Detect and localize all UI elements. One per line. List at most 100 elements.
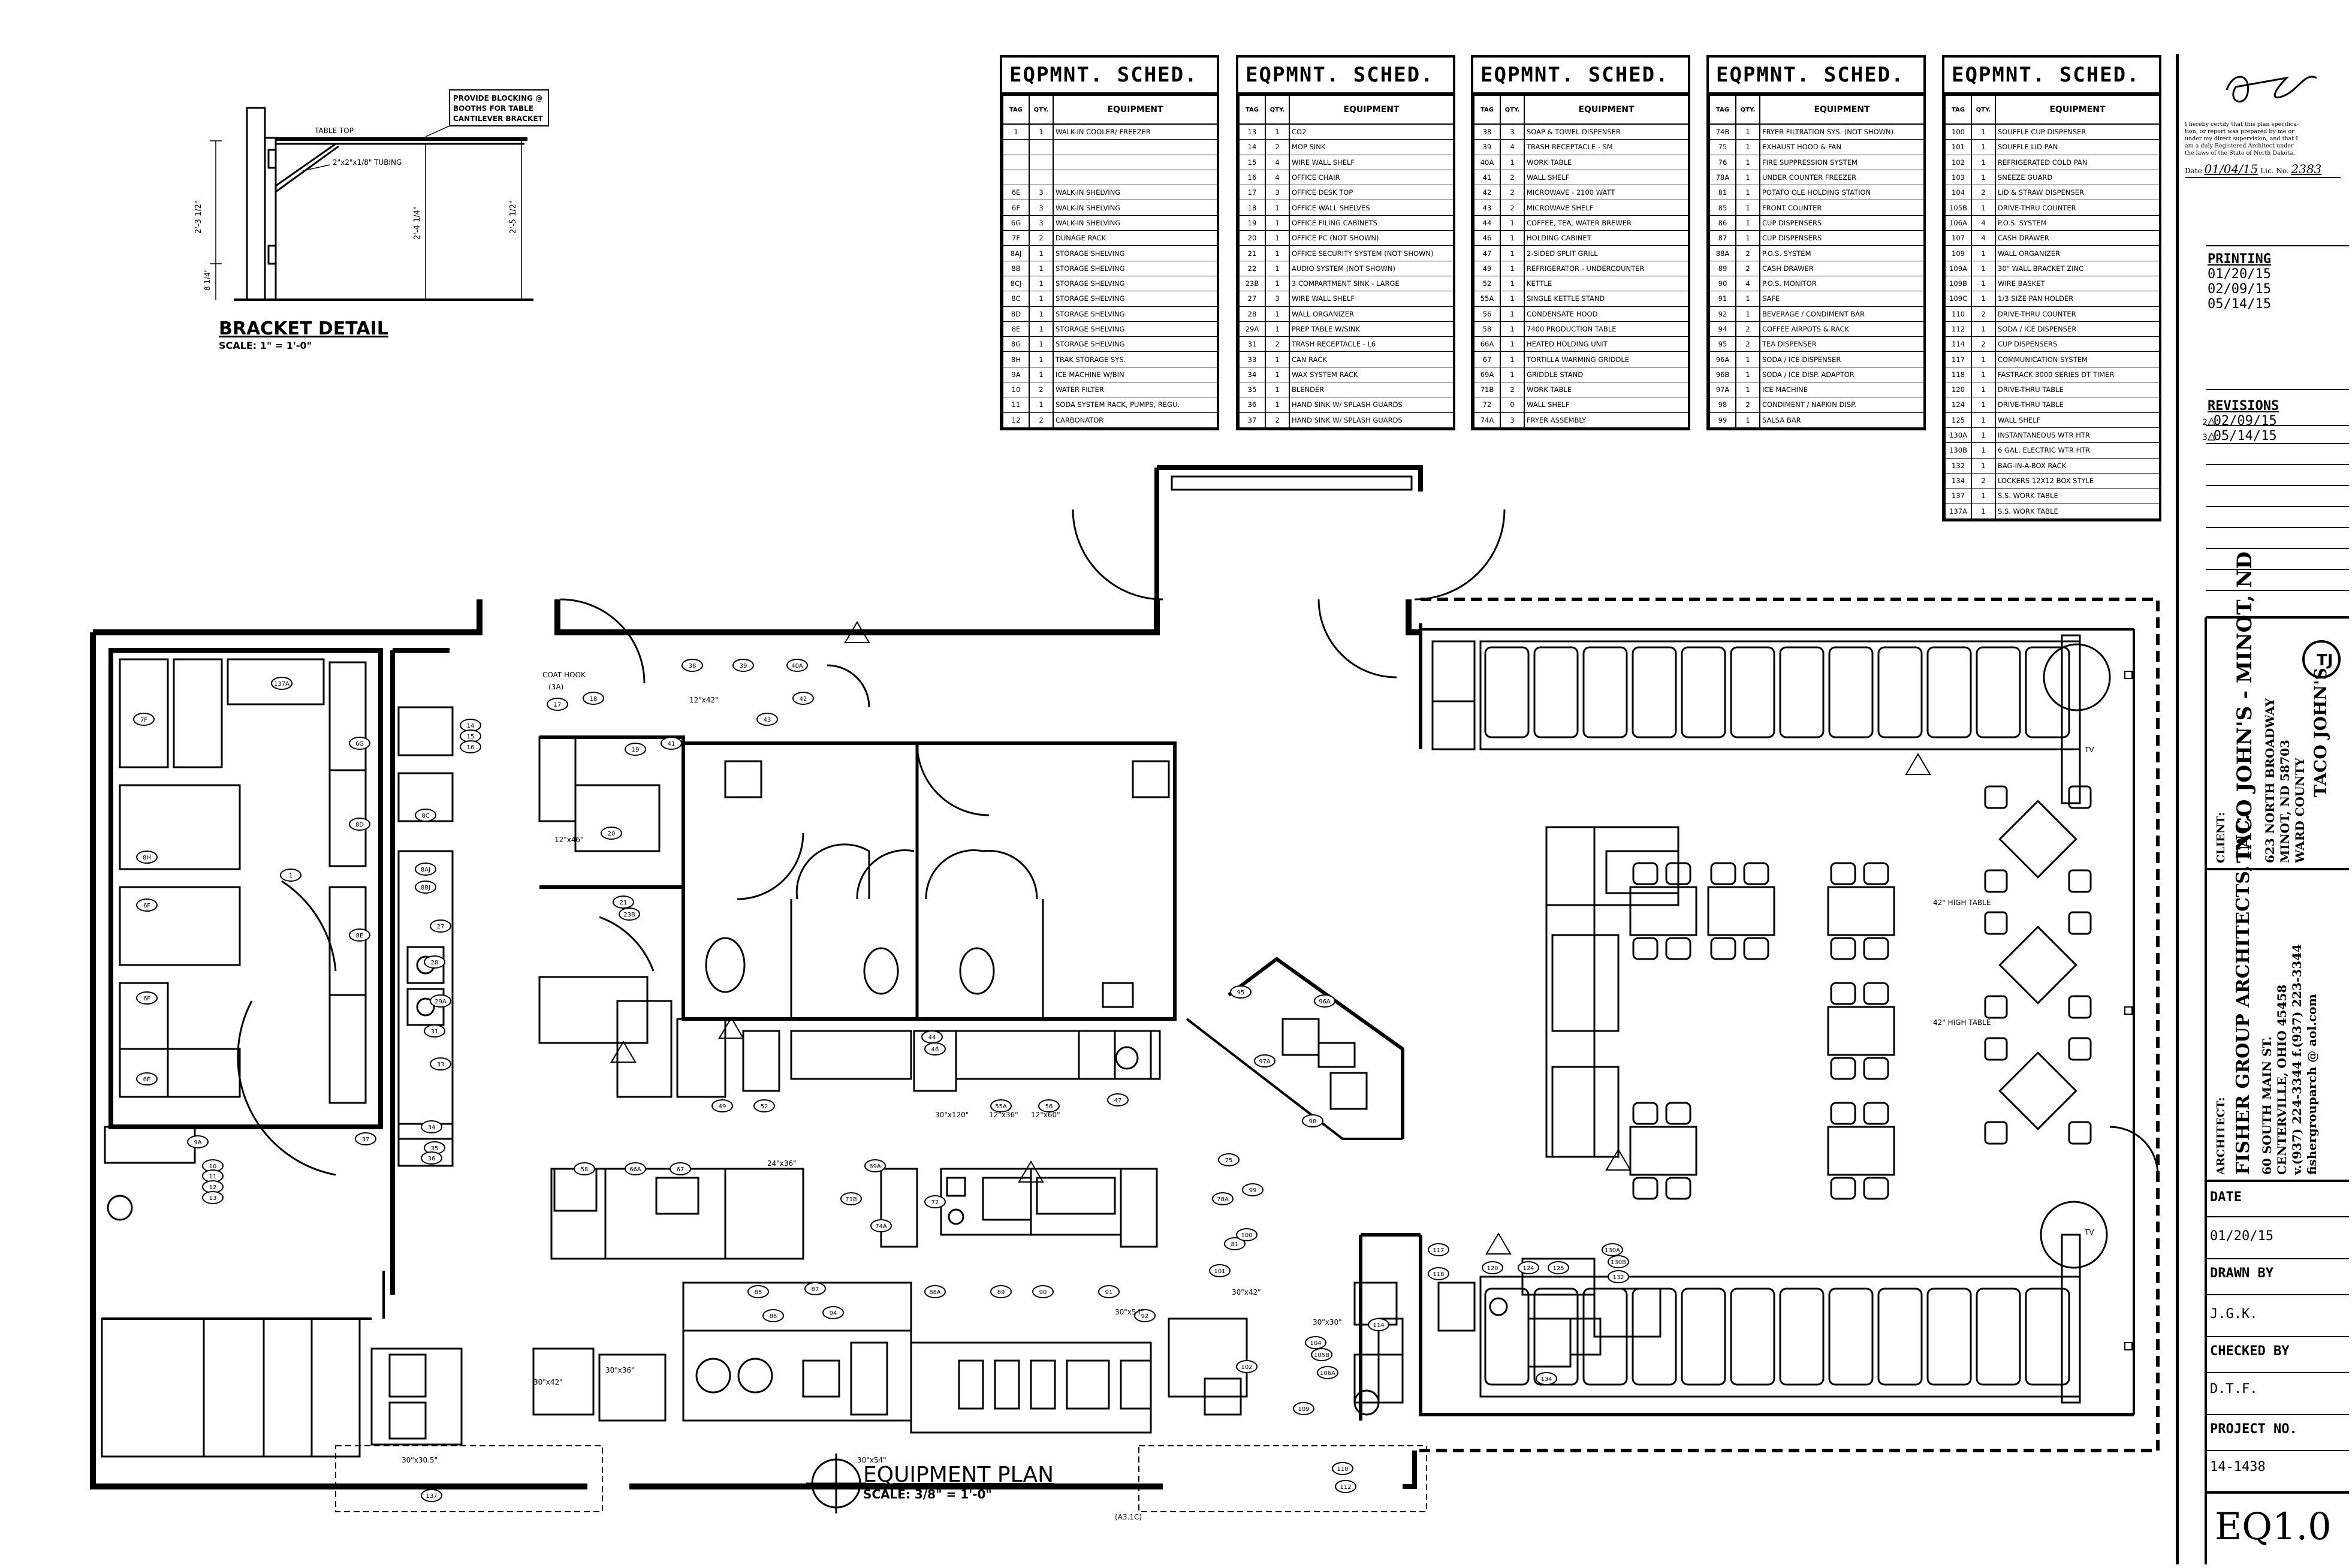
schedule-row: 137a1S.S. WORK TABLE [1944, 503, 2160, 519]
chair [1743, 937, 1769, 960]
bracket-note-1: PROVIDE BLOCKING @ [453, 94, 542, 102]
schedule-tag: 110 [1944, 306, 1972, 322]
schedule-equipment: CO2 [1289, 124, 1454, 140]
equipment-tag-label: 94 [830, 1310, 837, 1317]
equipment-tag: 85 [747, 1285, 769, 1298]
schedule-tag: 100 [1944, 124, 1972, 140]
schedule-tag: 23B [1238, 276, 1266, 292]
schedule-tag: 44 [1473, 215, 1501, 231]
booth-seat [1877, 1287, 1923, 1386]
schedule-equipment: MOP SINK [1289, 139, 1454, 155]
equipment-tag-label: 49 [719, 1103, 726, 1110]
chair [1665, 1102, 1691, 1125]
chair [1632, 937, 1659, 960]
tv-label-1: TV [2084, 746, 2094, 754]
schedule-tag: 117 [1944, 351, 1972, 367]
equipment-tag: 81 [1224, 1237, 1246, 1250]
printing-section: PRINTING 01/20/15 02/09/15 05/14/15 [2208, 252, 2345, 312]
schedule-qty: 1 [1735, 155, 1760, 170]
equipment-tag-label: 42 [800, 696, 807, 702]
schedule-equipment: P.O.S. SYSTEM [1759, 245, 1925, 261]
schedule-tag: 87 [1709, 230, 1736, 246]
equipment-tag-oval [202, 1191, 224, 1204]
equipment-tag-label: 6G [355, 741, 364, 747]
equipment-tag: 46 [924, 1042, 946, 1056]
equipment-tag-oval [1608, 1270, 1629, 1283]
equipment-tag-label: 95 [1237, 990, 1245, 996]
revision-num-2: 2 [2202, 418, 2208, 427]
equipment-tag-label: 37 [362, 1136, 370, 1143]
equipment-tag-oval [1314, 994, 1335, 1008]
schedule-equipment: POTATO OLE HOLDING STATION [1759, 185, 1925, 201]
schedule-tag: 67 [1473, 351, 1501, 367]
equipment-tag-oval [1305, 1336, 1326, 1349]
equipment-tag-oval [460, 740, 481, 753]
dining-table [1707, 886, 1775, 936]
schedule-tag: 38 [1473, 124, 1501, 140]
schedule-equipment: LID & STRAW DISPENSER [1995, 185, 2160, 201]
schedule-equipment: DRIVE-THRU COUNTER [1995, 200, 2160, 216]
schedule-qty: 1 [1029, 245, 1054, 261]
equipment-tag-oval [349, 928, 370, 942]
chair [1632, 862, 1659, 885]
schedule-equipment: WIRE WALL SHELF [1289, 155, 1454, 170]
schedule-tag [1002, 170, 1030, 186]
schedule-tag: 96B [1709, 367, 1736, 383]
chair [1710, 862, 1736, 885]
schedule-qty: 1 [1971, 458, 1996, 474]
dim-label: 12"x60" [1031, 1111, 1060, 1119]
schedule-tag: 8C [1002, 291, 1030, 307]
booth-seat [1926, 1287, 1972, 1386]
booth-seat [1582, 646, 1628, 738]
equipment-tag-oval [1428, 1267, 1449, 1280]
kitchen-equipment [370, 706, 1662, 1446]
schedule-qty: 1 [1735, 170, 1760, 186]
certification: I hereby certify that this plan specific… [2185, 121, 2341, 178]
schedule-equipment: PREP TABLE W/SINK [1289, 321, 1454, 337]
schedule-equipment: SODA / ICE DISPENSER [1759, 351, 1925, 367]
schedule-qty: 1 [1500, 291, 1525, 307]
schedule-tag: 90 [1709, 276, 1736, 292]
schedule-qty: 1 [1971, 321, 1996, 337]
booth-seat [1730, 1287, 1775, 1386]
equipment-tag: 132 [1608, 1270, 1629, 1283]
schedule-equipment: STORAGE SHELVING [1053, 291, 1218, 307]
chair [1863, 937, 1889, 960]
equipment-tag-oval [1134, 1309, 1156, 1322]
equipment-tag-label: 27 [437, 924, 445, 930]
schedule-equipment: 2-SIDED SPLIT GRILL [1524, 245, 1689, 261]
schedule-equipment: KETTLE [1524, 276, 1689, 292]
schedule-header: QTY. [1500, 95, 1525, 125]
schedule-header: QTY. [1029, 95, 1054, 125]
schedule-qty: 1 [1735, 230, 1760, 246]
architect-name: FISHER GROUP ARCHITECTS, INC. [2233, 813, 2254, 1175]
dining-table [1629, 886, 1697, 936]
equipment-tag-label: 28 [431, 960, 439, 966]
schedule-tag: 109 [1944, 245, 1972, 261]
schedule-equipment: TRASH RECEPTACLE - SM [1524, 139, 1689, 155]
schedule-tag: 15 [1238, 155, 1266, 170]
schedule-equipment: CASH DRAWER [1995, 230, 2160, 246]
dim-label: (A3.1C) [1115, 1513, 1142, 1521]
schedule-equipment: 30" WALL BRACKET ZINC [1995, 261, 2160, 276]
schedule-tag: 55A [1473, 291, 1501, 307]
schedule-qty: 1 [1265, 261, 1290, 276]
schedule-tag: 118 [1944, 367, 1972, 383]
equipment-tag-label: 12 [209, 1184, 217, 1191]
schedule-tag: 21 [1238, 245, 1266, 261]
schedule-tag: 137 [1944, 488, 1972, 504]
client-address-2: MINOT, ND 58703 [2278, 740, 2292, 863]
schedule-equipment: SINGLE KETTLE STAND [1524, 291, 1689, 307]
equipment-tag-oval [136, 851, 158, 864]
equipment-tag: 66A [625, 1162, 646, 1175]
schedule-title: EQPMNT. SCHED. [1944, 58, 2159, 95]
booth-seat [2025, 1287, 2070, 1386]
